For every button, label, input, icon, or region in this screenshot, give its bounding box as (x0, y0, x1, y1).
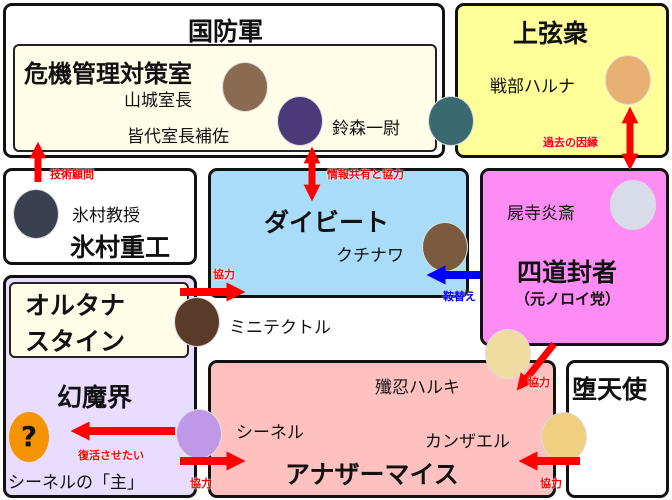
label-jougenshu: 上弦衆 (513, 19, 589, 48)
label-shidou-sub: （元ノロイ党） (515, 290, 621, 308)
label-anothermice: アナザーマイス (285, 460, 459, 489)
avatar-sinel (176, 409, 222, 459)
label-kokubougun: 国防軍 (188, 17, 264, 46)
name-shiji: 屍寺炎斎 (507, 204, 575, 224)
label-shidou: 四道封者 (517, 258, 618, 287)
relation-coop3: 協力 (190, 477, 212, 490)
avatar-shiji (610, 180, 656, 230)
name-kanzael: カンザエル (425, 432, 510, 452)
name-himura: 氷村教授 (72, 206, 140, 226)
label-genmakai: 幻魔界 (57, 383, 133, 412)
avatar-himura (13, 189, 59, 239)
label-datenshi: 堕天使 (572, 375, 648, 404)
relation-tech: 技術顧問 (50, 168, 94, 181)
relation-info: 情報共有と協力 (327, 168, 404, 181)
avatar-suzumori (428, 96, 474, 146)
name-suzumori: 鈴森一尉 (332, 119, 400, 139)
avatar-yamashiro (222, 62, 268, 112)
name-minayo: 皆代室長補佐 (127, 127, 229, 147)
avatar-haruki (485, 329, 531, 379)
name-haruki: 殲忍ハルキ (375, 378, 460, 398)
name-minitectle: ミニテクトル (229, 318, 331, 338)
avatar-unknown: ? (9, 412, 49, 462)
relation-revive: 復活させたい (78, 449, 144, 462)
name-yamashiro: 山城室長 (124, 91, 192, 111)
relation-coop2: 協力 (528, 376, 550, 389)
label-orutana-2: スタイン (25, 327, 126, 356)
avatar-ikusabe (605, 55, 651, 105)
avatar-minitectle (174, 297, 220, 347)
relation-coop1: 協力 (213, 268, 235, 281)
avatar-minayo (277, 96, 323, 146)
name-kuchinawa: クチナワ (336, 246, 404, 266)
name-sinel: シーネル (236, 423, 304, 443)
label-daibeat: ダイビート (264, 208, 390, 237)
avatar-kuchinawa (422, 222, 468, 272)
relation-coop4: 協力 (540, 477, 562, 490)
group-orutana (9, 282, 189, 358)
relation-past: 過去の因縁 (543, 136, 598, 149)
relation-switch: 鞍替え (443, 290, 476, 303)
avatar-kanzael (541, 412, 587, 462)
name-ikusabe: 戦部ハルナ (490, 77, 575, 97)
name-master: シーネルの「主」 (8, 473, 144, 493)
label-orutana-1: オルタナ (25, 291, 126, 320)
label-himura-corp: 氷村重工 (70, 233, 171, 262)
label-kiki: 危機管理対策室 (24, 60, 192, 88)
